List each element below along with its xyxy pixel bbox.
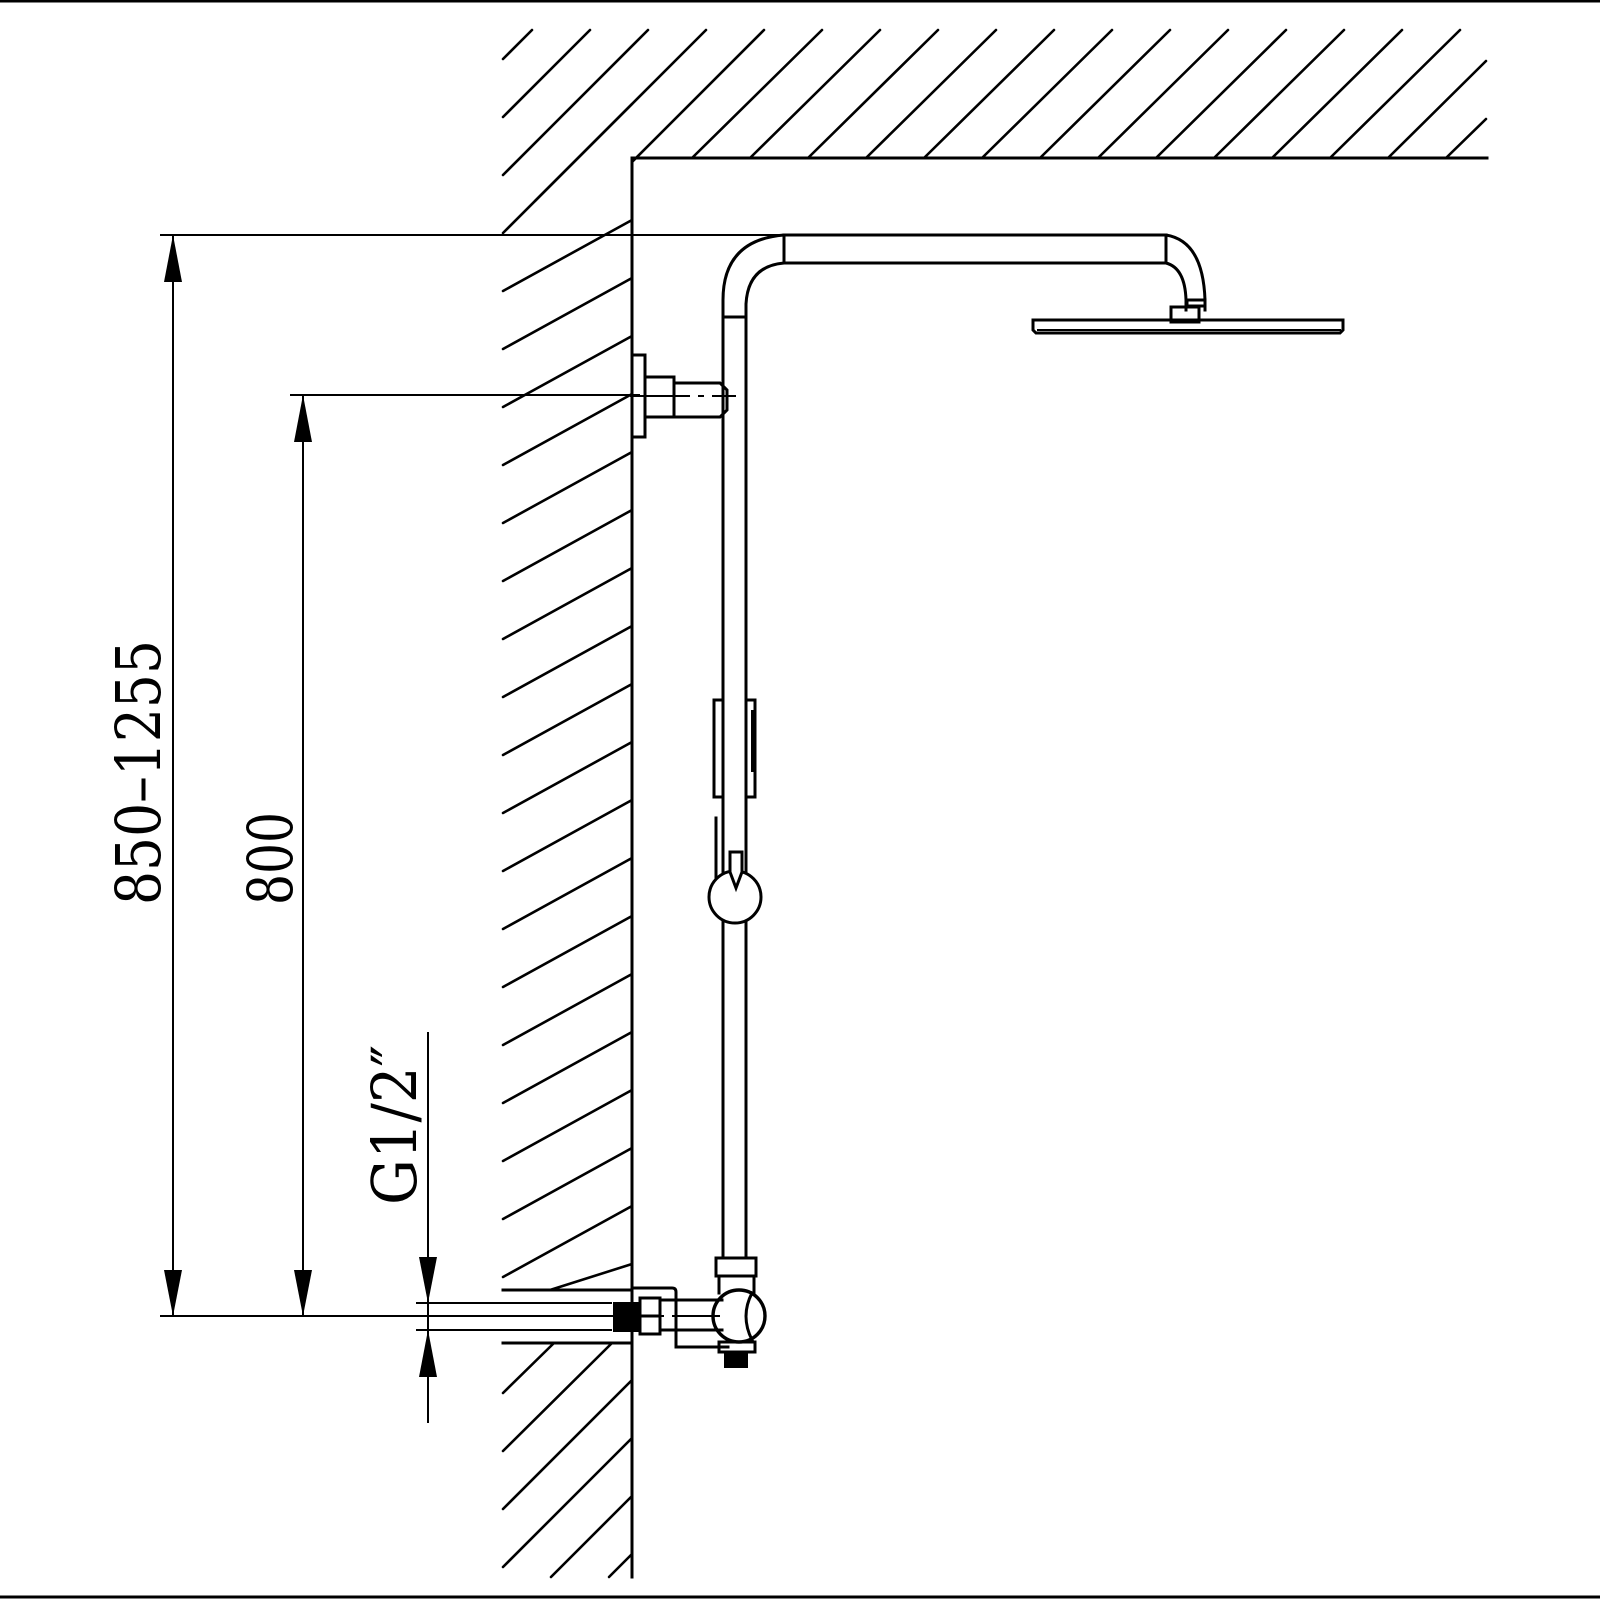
wall-hatching: [501, 28, 1488, 1579]
inlet-to-bracket-label: 800: [234, 812, 307, 905]
thermostatic-mixer: [711, 1256, 767, 1368]
inlet-thread-label: G1/2″: [358, 1045, 431, 1205]
dimension-overall-height: 850–1255: [102, 234, 780, 1316]
overall-height-label: 850–1255: [102, 640, 175, 905]
wall-bracket: [630, 353, 736, 439]
overhead-shower-arm: [721, 233, 1207, 319]
rain-shower-head: [1031, 305, 1345, 335]
dimension-inlet-thread: G1/2″: [358, 1032, 612, 1423]
riser-pipe: [721, 315, 748, 1260]
wall-inlet-pipe: [501, 1288, 720, 1345]
wall-surface: [630, 156, 1489, 1579]
diverter-knob: [707, 850, 763, 925]
slide-bracket: [712, 698, 757, 882]
dimension-inlet-to-bracket: 800: [234, 394, 640, 1316]
wall-inlet-connector: [613, 1286, 730, 1349]
